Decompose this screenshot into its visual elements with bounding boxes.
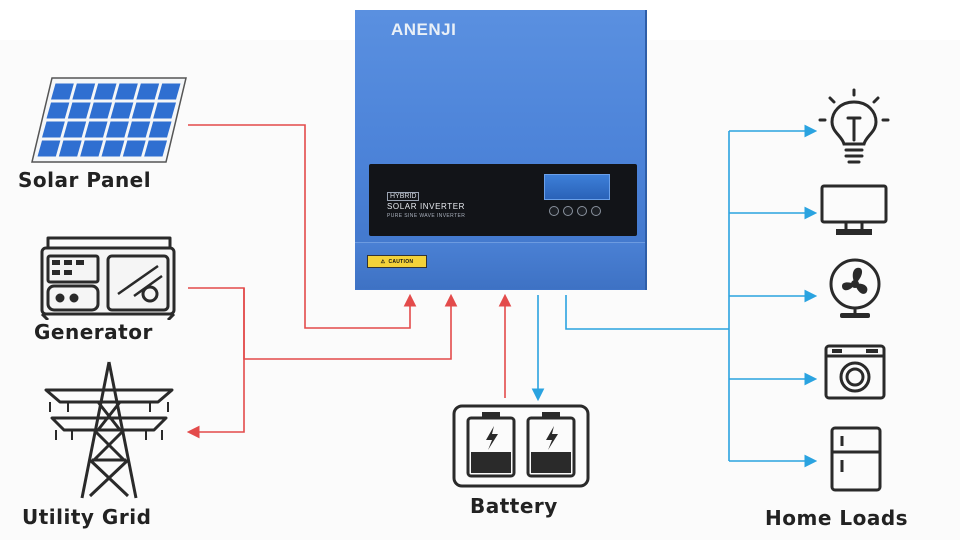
solar-cell (37, 140, 61, 157)
solar-cell (153, 102, 176, 119)
generator-label: Generator (34, 320, 153, 344)
wire-solar-to-inverter (188, 124, 417, 329)
solar-cell (110, 102, 134, 119)
generator-icon (40, 236, 176, 320)
inverter-button-1 (549, 206, 559, 216)
solar-cell (157, 83, 181, 100)
light-bulb-icon (818, 88, 890, 164)
caution-text: CAUTION (388, 258, 414, 265)
solar-cell (46, 102, 70, 119)
inverter-lower-cover: ⚠ CAUTION (355, 242, 645, 289)
solar-panel-label: Solar Panel (18, 168, 152, 192)
inverter-control-panel: HYBRID SOLAR INVERTER PURE SINE WAVE INV… (369, 164, 637, 236)
inverter-button-2 (563, 206, 573, 216)
solar-cell (122, 140, 146, 157)
refrigerator-icon (830, 426, 882, 492)
wire-to-grid (186, 288, 245, 439)
wire-inverter-to-loads (565, 295, 729, 330)
solar-cell (136, 83, 160, 100)
inverter-brand: ANENJI (391, 20, 457, 39)
caution-sticker: ⚠ CAUTION (367, 255, 427, 268)
hybrid-solar-inverter: ANENJI HYBRID SOLAR INVERTER PURE SINE W… (355, 10, 647, 290)
washing-machine-icon (824, 344, 886, 400)
solar-cell (101, 140, 125, 157)
solar-cell (131, 102, 155, 119)
battery-icon (452, 404, 590, 488)
solar-cell (51, 83, 74, 100)
solar-cell (93, 83, 117, 100)
utility-grid-label: Utility Grid (22, 505, 152, 529)
solar-cell (115, 83, 138, 100)
solar-cell (42, 121, 65, 138)
transmission-tower-icon (44, 361, 174, 499)
solar-cell (89, 102, 112, 119)
solar-cell (148, 121, 172, 138)
inverter-type-label: HYBRID (387, 192, 420, 201)
solar-cell (127, 121, 151, 138)
solar-cell (106, 121, 129, 138)
solar-panel-icon (31, 77, 187, 163)
warning-icon: ⚠ (380, 258, 386, 265)
solar-cell (72, 83, 96, 100)
inverter-title: SOLAR INVERTER (387, 202, 466, 211)
solar-cell (80, 140, 103, 157)
battery-label: Battery (470, 494, 558, 518)
solar-cell (144, 140, 167, 157)
inverter-button-3 (577, 206, 587, 216)
solar-cell (67, 102, 91, 119)
inverter-subtitle: PURE SINE WAVE INVERTER (387, 213, 466, 219)
solar-cell (63, 121, 87, 138)
inverter-button-4 (591, 206, 601, 216)
solar-cell (58, 140, 82, 157)
wire-generator-to-inverter (188, 287, 458, 360)
monitor-icon (820, 184, 888, 235)
inverter-lcd-screen (544, 174, 610, 200)
solar-cell (84, 121, 108, 138)
fan-icon (829, 258, 881, 318)
home-loads-label: Home Loads (765, 506, 909, 530)
